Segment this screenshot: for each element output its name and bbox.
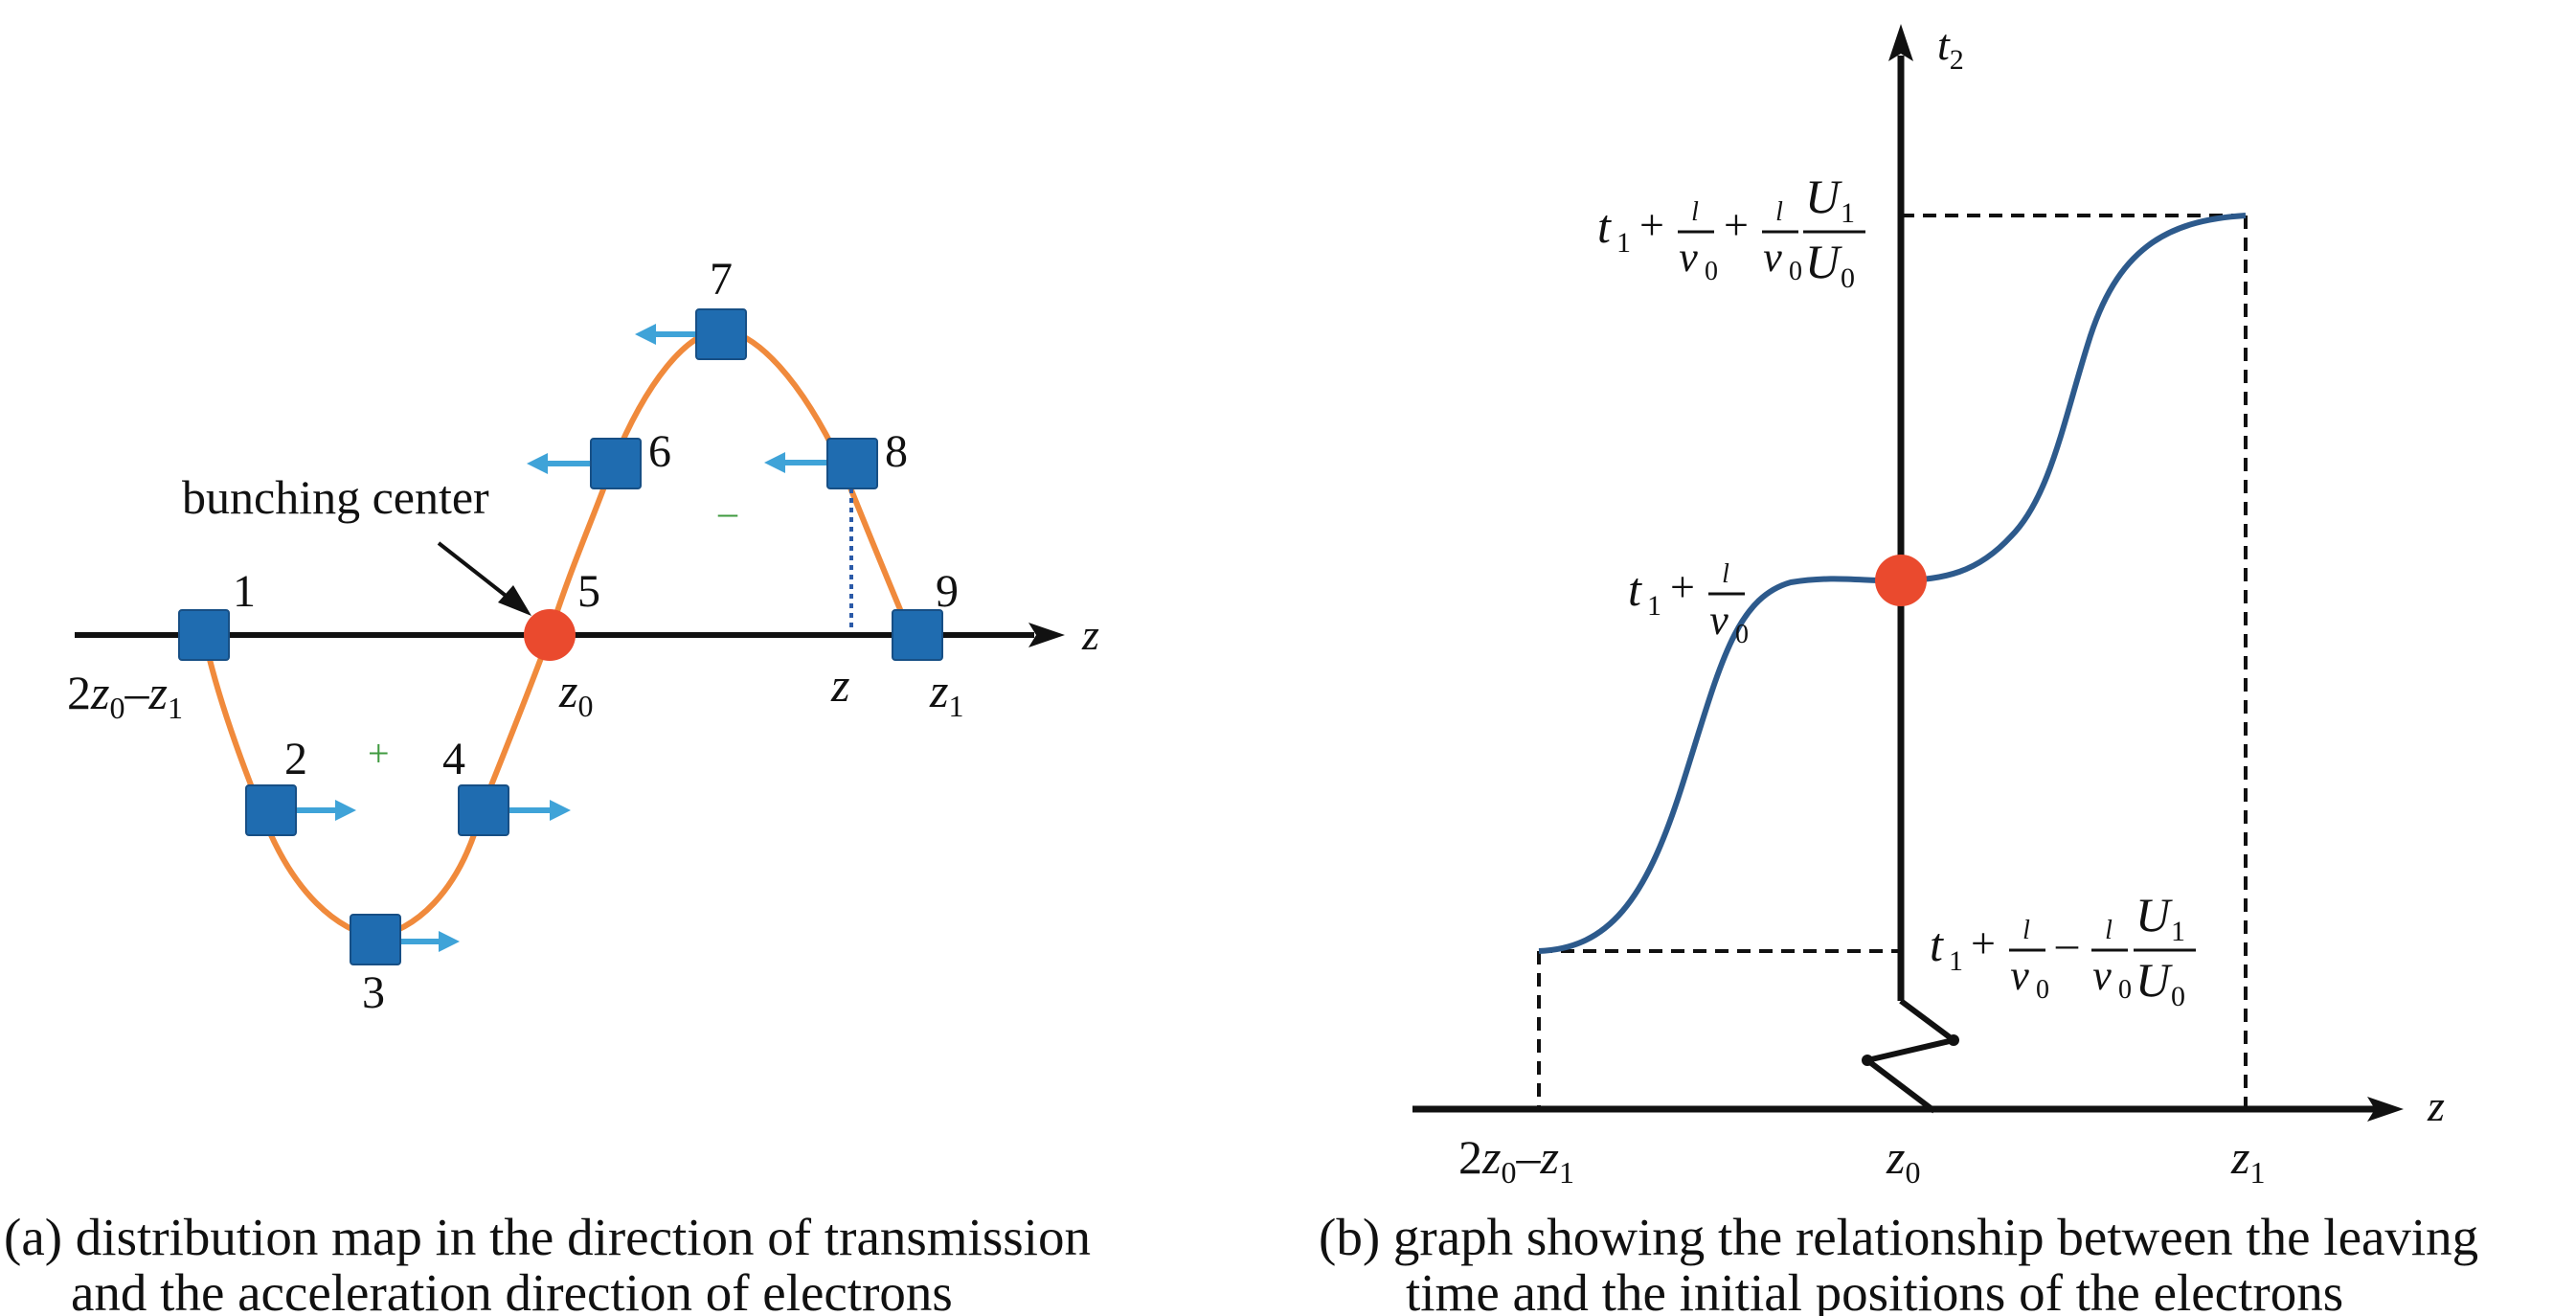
y-label-top: t 1 + l v 0 + l v 0 U 1 U 0	[1597, 170, 1865, 294]
svg-text:+: +	[1724, 200, 1749, 249]
caption-a-line1: (a) distribution map in the direction of…	[4, 1208, 1091, 1266]
caption-b-line2: time and the initial positions of the el…	[1406, 1263, 2343, 1316]
svg-text:l: l	[2022, 916, 2030, 945]
panel-a-acceleration-arrows	[292, 324, 830, 952]
label-5: 5	[577, 566, 600, 617]
label-9: 9	[936, 566, 959, 617]
svg-text:0: 0	[2118, 975, 2132, 1005]
arrow-left-icon	[764, 452, 830, 473]
svg-text:t: t	[1628, 562, 1642, 616]
label-3: 3	[362, 967, 385, 1018]
panel-a-z-axis-label: z	[1081, 610, 1099, 659]
electron-9	[892, 609, 943, 661]
label-z1: z1	[929, 664, 963, 723]
panel-b: z t2 2z0–z1 z0 z1 t 1 + l v	[1319, 20, 2478, 1316]
label-1: 1	[233, 566, 256, 617]
svg-text:v: v	[1763, 234, 1782, 281]
svg-text:v: v	[2092, 952, 2112, 999]
svg-text:U: U	[2135, 888, 2173, 942]
svg-text:0: 0	[1789, 257, 1802, 286]
negative-region-sign: –	[717, 490, 738, 533]
svg-text:0: 0	[1841, 262, 1855, 294]
y-label-bottom: t 1 + l v 0 – l v 0 U 1 U 0	[1930, 888, 2196, 1012]
bunching-center-label: bunching center	[182, 470, 489, 524]
label-2z0-z1: 2z0–z1	[67, 666, 183, 725]
svg-text:U: U	[1805, 235, 1842, 288]
svg-text:1: 1	[1647, 590, 1661, 622]
label-6: 6	[648, 426, 671, 477]
svg-text:1: 1	[1616, 227, 1631, 259]
axis-break-node	[1948, 1034, 1959, 1046]
arrow-right-icon	[395, 931, 460, 952]
label-7: 7	[710, 254, 733, 305]
label-z: z	[830, 658, 849, 712]
svg-text:l: l	[1775, 197, 1783, 227]
svg-text:+: +	[1639, 200, 1664, 249]
svg-text:l: l	[1691, 197, 1699, 227]
svg-text:0: 0	[1735, 620, 1749, 649]
svg-text:l: l	[2105, 916, 2113, 945]
panel-b-t2-axis-label: t2	[1937, 20, 1964, 76]
electron-3	[350, 914, 401, 965]
panel-a-z-axis-arrowhead	[1028, 623, 1065, 647]
caption-a-line2: and the acceleration direction of electr…	[71, 1263, 953, 1316]
bunching-center-dot	[524, 609, 576, 661]
positive-region-sign: +	[368, 732, 390, 775]
panel-b-t2-axis-arrowhead	[1888, 24, 1913, 61]
label-4: 4	[442, 734, 465, 784]
svg-text:v: v	[2010, 952, 2029, 999]
arrow-left-icon	[635, 324, 701, 345]
bunching-center-dot-b	[1875, 555, 1927, 606]
svg-text:t: t	[1930, 918, 1944, 971]
panel-b-label-2z0-z1: 2z0–z1	[1458, 1130, 1574, 1190]
arrow-right-icon	[505, 800, 571, 821]
panel-b-z-axis-arrowhead	[2367, 1097, 2404, 1122]
panel-b-label-z1: z1	[2230, 1130, 2265, 1190]
svg-text:1: 1	[2171, 916, 2185, 947]
panel-b-z-axis-label: z	[2427, 1081, 2445, 1130]
panel-a-electrons	[178, 308, 943, 965]
svg-text:t: t	[1597, 199, 1612, 253]
arrow-right-icon	[292, 800, 356, 821]
electron-2	[245, 784, 297, 836]
svg-text:U: U	[2135, 953, 2173, 1007]
label-8: 8	[885, 426, 908, 477]
panel-b-dashed-guides	[1537, 214, 2248, 1109]
y-label-middle: t 1 + l v 0	[1628, 559, 1749, 649]
electron-8	[826, 438, 878, 489]
panel-a-number-labels: 1 2 3 4 5 6 7 8 9	[233, 254, 959, 1018]
axis-break-zigzag	[1864, 998, 1956, 1114]
svg-text:–: –	[2055, 919, 2079, 967]
arrow-left-icon	[527, 453, 594, 474]
electron-7	[695, 308, 747, 360]
electron-4	[458, 784, 509, 836]
bunching-center-pointer	[437, 541, 511, 601]
svg-text:+: +	[1971, 919, 1996, 967]
svg-text:1: 1	[1949, 945, 1963, 977]
svg-text:0: 0	[2171, 981, 2185, 1012]
svg-text:+: +	[1670, 562, 1695, 611]
panel-a: z	[4, 254, 1099, 1316]
svg-text:0: 0	[1705, 257, 1718, 286]
svg-text:l: l	[1722, 559, 1729, 589]
svg-text:0: 0	[2036, 975, 2049, 1005]
label-z0: z0	[558, 664, 593, 723]
svg-text:1: 1	[1841, 197, 1855, 229]
svg-text:v: v	[1709, 597, 1729, 644]
electron-6	[590, 438, 642, 489]
axis-break-node	[1862, 1055, 1873, 1066]
panel-b-label-z0: z0	[1886, 1130, 1920, 1190]
electron-1	[178, 609, 230, 661]
bunching-center-pointer-head	[498, 585, 531, 616]
svg-text:v: v	[1679, 234, 1698, 281]
caption-b-line1: (b) graph showing the relationship betwe…	[1319, 1208, 2478, 1266]
svg-text:U: U	[1805, 170, 1842, 223]
label-2: 2	[284, 734, 307, 784]
